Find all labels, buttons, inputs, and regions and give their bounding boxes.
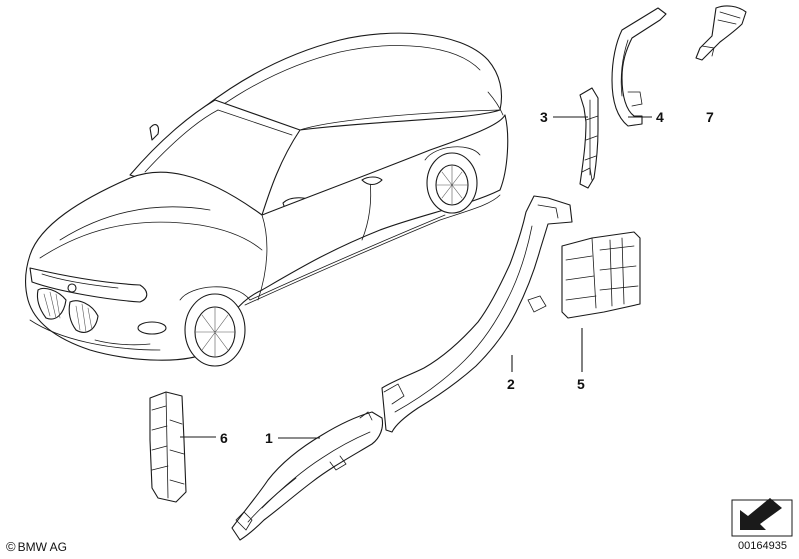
callout-leaders: [180, 116, 652, 439]
part-1-sill-trim-front: [231, 411, 384, 541]
part-3-bracket: [579, 87, 599, 189]
callout-3: 3: [540, 109, 548, 125]
orientation-arrow-icon: [731, 498, 793, 537]
document-number: 00164935: [738, 540, 787, 552]
copyright-brand: BMW AG: [17, 539, 67, 554]
part-2-sill-trim-long: [381, 195, 573, 433]
part-6-module: [149, 391, 187, 503]
part-7-clip: [695, 5, 747, 61]
callout-4: 4: [656, 109, 664, 125]
part-5-connector: [561, 231, 641, 319]
callout-2: 2: [507, 376, 515, 392]
part-4-curved-trim: [611, 7, 667, 127]
copyright-notice: © BMW AG: [6, 539, 67, 554]
callout-7: 7: [706, 109, 714, 125]
copyright-symbol: ©: [6, 539, 16, 554]
vehicle-illustration: [25, 32, 509, 367]
callout-5: 5: [577, 376, 585, 392]
callout-6: 6: [220, 430, 228, 446]
callout-1: 1: [265, 430, 273, 446]
